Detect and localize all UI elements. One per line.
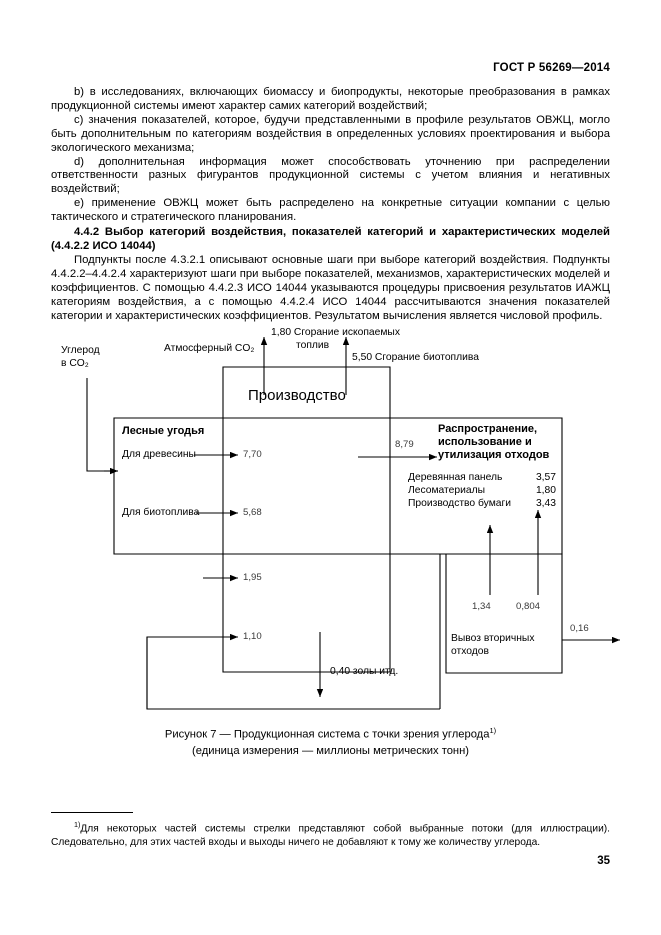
section-heading-4-4-2: 4.4.2 Выбор категорий воздействия, показ… [51, 226, 610, 252]
product-row: Деревянная панель 3,57 [408, 471, 556, 484]
label-fossil-fuel-combustion-line1: 1,80 Сгорание ископаемых [271, 327, 400, 338]
value-waste-out: 0,16 [570, 623, 589, 634]
paragraph-e: e) применение ОВЖЦ может быть распределе… [51, 197, 610, 224]
footnote-marker: 1) [74, 820, 81, 829]
value-recycle-low: 1,10 [243, 631, 262, 642]
product-name: Производство бумаги [408, 498, 512, 509]
label-distribution-line3: утилизация отходов [438, 449, 550, 461]
figure-diagram-svg [86, 337, 620, 710]
product-value: 1,80 [535, 485, 556, 496]
paragraph-subclauses: Подпункты после 4.3.2.1 описывают основн… [51, 253, 610, 322]
label-carbon-in-co2-line2: в CO₂ [61, 358, 89, 369]
figure-caption-footnote-marker: 1) [489, 726, 497, 735]
figure-caption: Рисунок 7 — Продукционная система с точк… [0, 723, 661, 759]
product-name: Деревянная панель [408, 472, 503, 483]
label-biofuel-combustion: 5,50 Сгорание биотоплива [352, 352, 479, 363]
document-standard-header: ГОСТ Р 56269—2014 [493, 62, 610, 74]
product-value: 3,57 [535, 472, 556, 483]
figure-caption-text: Рисунок 7 — Продукционная система с точк… [164, 728, 490, 741]
production-box [222, 366, 391, 673]
label-for-timber: Для древесины [122, 449, 196, 460]
product-value: 3,43 [535, 498, 556, 509]
product-row: Производство бумаги 3,43 [408, 497, 556, 510]
value-timber-flow: 7,70 [243, 449, 262, 460]
label-distribution-line2: использование и [438, 436, 532, 448]
footnote-text: Для некоторых частей системы стрелки пре… [51, 823, 610, 848]
product-row: Лесоматериалы 1,80 [408, 484, 556, 497]
value-biofuel-flow: 5,68 [243, 507, 262, 518]
value-to-distribution: 8,79 [395, 439, 414, 450]
secondary-waste-box [445, 553, 563, 674]
label-secondary-waste-line1: Вывоз вторичных [451, 633, 535, 644]
paragraph-d: d) дополнительная информация может спосо… [51, 155, 610, 196]
label-atmospheric-co2: Атмосферный CO₂ [164, 343, 255, 354]
footnote-block: 1)Для некоторых частей системы стрелки п… [51, 818, 610, 849]
page-number: 35 [597, 855, 610, 867]
paragraph-c: c) значения показателей, которое, будучи… [51, 113, 610, 154]
label-secondary-waste-line2: отходов [451, 646, 489, 657]
figure-caption-line1: Рисунок 7 — Продукционная система с точк… [0, 723, 661, 743]
figure-7-carbon-product-system: Углерод в CO₂ Атмосферный CO₂ 1,80 Сгора… [0, 325, 661, 715]
label-production: Производство [248, 387, 346, 404]
value-recycle-mid: 1,95 [243, 572, 262, 583]
figure-caption-line2: (единица измерения — миллионы метрически… [192, 744, 469, 757]
body-text-block: b) в исследованиях, включающих биомассу … [51, 86, 610, 323]
label-distribution-line1: Распространение, [438, 423, 538, 435]
product-name: Лесоматериалы [408, 485, 485, 496]
paragraph-b: b) в исследованиях, включающих биомассу … [51, 86, 610, 112]
label-for-biofuel: Для биотоплива [122, 507, 200, 518]
value-waste-b: 0,804 [516, 601, 541, 612]
product-list: Деревянная панель 3,57 Лесоматериалы 1,8… [408, 471, 556, 510]
label-fossil-fuel-combustion-line2: топлив [296, 340, 330, 351]
label-ash-etc: 0,40 золы итд. [330, 666, 399, 677]
value-waste-a: 1,34 [472, 601, 491, 612]
footnote-separator [51, 812, 133, 813]
carbon-input-line [86, 378, 104, 472]
label-forest-land: Лесные угодья [122, 425, 205, 437]
label-carbon-in-co2-line1: Углерод [61, 345, 100, 356]
